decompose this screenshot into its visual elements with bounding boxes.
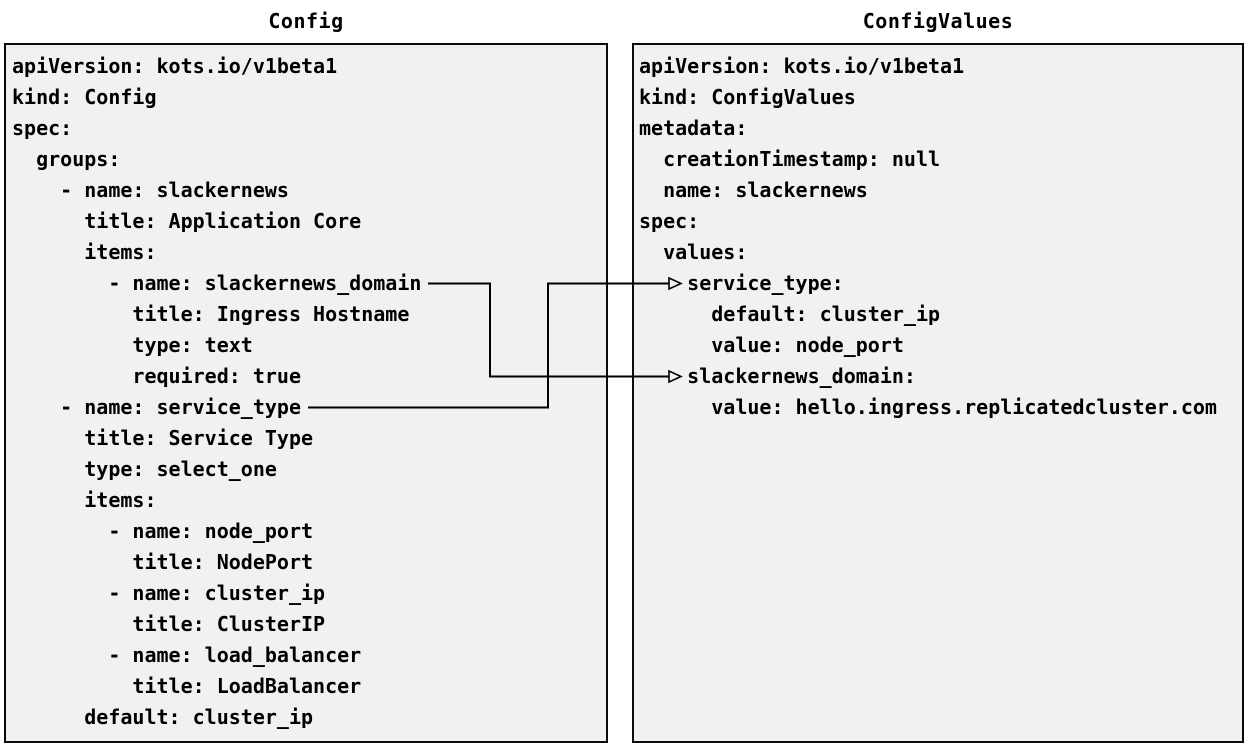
configvalues-panel: apiVersion: kots.io/v1beta1 kind: Config… xyxy=(632,43,1244,743)
config-panel: apiVersion: kots.io/v1beta1 kind: Config… xyxy=(4,43,608,743)
configvalues-yaml-code: apiVersion: kots.io/v1beta1 kind: Config… xyxy=(639,54,1217,419)
config-panel-title: Config xyxy=(268,9,344,33)
configvalues-panel-title: ConfigValues xyxy=(862,9,1014,33)
config-yaml-code: apiVersion: kots.io/v1beta1 kind: Config… xyxy=(12,54,422,729)
